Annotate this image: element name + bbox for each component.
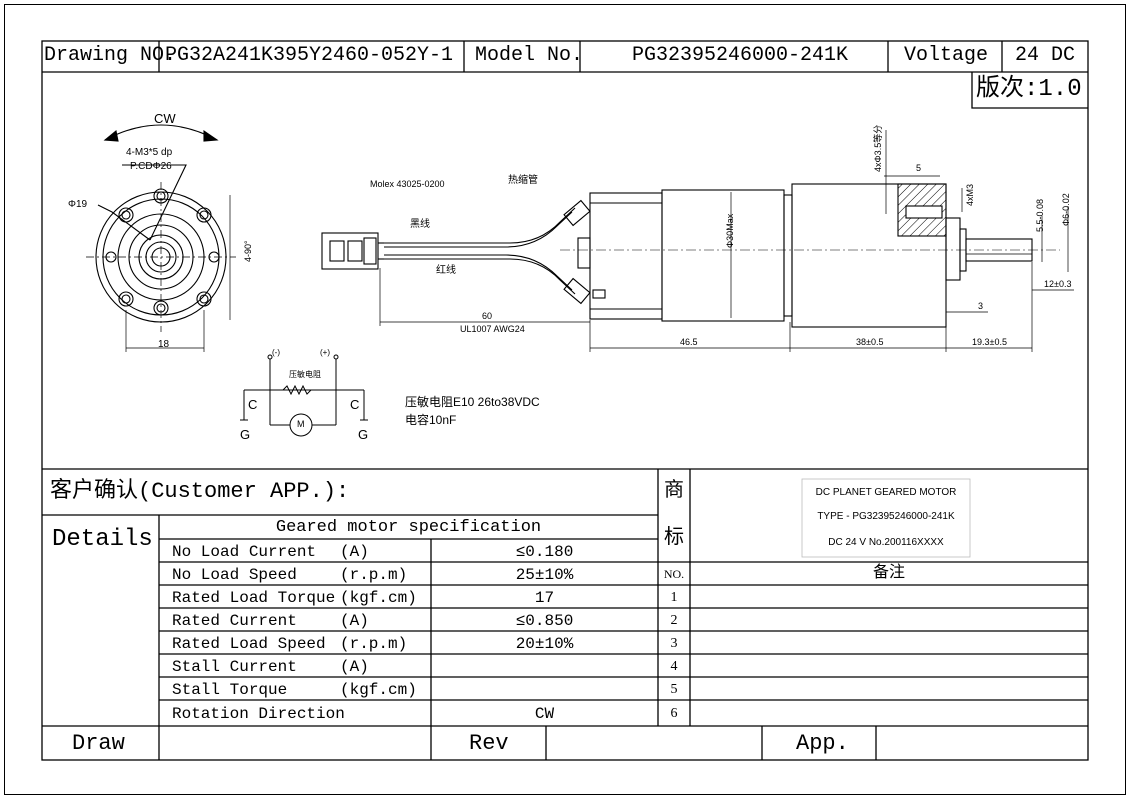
voltage-label: Voltage: [904, 44, 989, 67]
row-value: CW: [534, 705, 555, 723]
row-name: Rotation Direction: [172, 705, 345, 723]
drawing-no-label: Drawing NO.: [44, 44, 177, 67]
motor-m: M: [297, 419, 305, 429]
black-wire-label: 黑线: [410, 219, 430, 230]
voltage-value: 24 DC: [1015, 44, 1076, 67]
dim5-label: 5: [916, 163, 922, 173]
dim12-label: 12±0.3: [1044, 279, 1072, 289]
row-unit: (kgf.cm): [340, 681, 417, 699]
dim38-label: 38±0.5: [856, 337, 884, 347]
cap-c-left: C: [248, 397, 258, 412]
row-name: No Load Current: [172, 543, 317, 561]
note-varistor: 压敏电阻E10 26to38VDC: [405, 395, 540, 409]
remark-no: 3: [670, 636, 678, 651]
note-capacitor: 电容10nF: [405, 413, 457, 427]
row-name: Stall Torque: [172, 681, 288, 699]
customer-approval-title: 客户确认(Customer APP.):: [50, 479, 350, 504]
row-unit: (kgf.cm): [340, 589, 417, 607]
holes-side-label: 4xΦ3.5等分: [873, 124, 883, 172]
spec-heading: Geared motor specification: [275, 518, 542, 537]
row-value: ≤0.850: [515, 612, 574, 630]
ground-g-left: G: [240, 427, 251, 442]
nameplate-line3: DC 24 V No.200116XXXX: [828, 537, 944, 548]
ground-g-right: G: [358, 427, 369, 442]
nameplate-line1: DC PLANET GEARED MOTOR: [815, 487, 957, 498]
trademark-biao: 标: [664, 527, 684, 550]
dim60-label: 60: [482, 311, 493, 321]
row-value: 25±10%: [515, 566, 574, 584]
row-unit: (r.p.m): [340, 635, 408, 653]
dia30-label: Φ30Max: [725, 213, 735, 248]
remark-no: 1: [670, 590, 678, 605]
details-label: Details: [52, 526, 153, 553]
version: 版次:1.0: [976, 76, 1082, 103]
remark-no: 2: [670, 613, 678, 628]
model-no-label: Model No.: [475, 44, 584, 67]
remark-no: 6: [670, 706, 678, 721]
trademark-shang: 商: [664, 480, 684, 503]
varistor-label: 压敏电阻: [289, 370, 321, 379]
wire-spec-label: UL1007 AWG24: [460, 324, 525, 334]
m3-label: 4xM3: [965, 183, 975, 206]
heatshrink-label: 热缩管: [508, 175, 538, 186]
pcd-label: P.CDΦ26: [130, 161, 172, 172]
nameplate-line2: TYPE - PG32395246000-241K: [817, 511, 955, 522]
circuit-pos: (+): [320, 348, 330, 357]
cap-c-right: C: [350, 397, 360, 412]
molex-label: Molex 43025-0200: [370, 179, 445, 189]
draw-label: Draw: [72, 731, 125, 756]
app-label: App.: [796, 731, 849, 756]
row-value: 17: [534, 589, 555, 607]
row-value: 20±10%: [515, 635, 574, 653]
dim6-label: Φ6-0.02: [1061, 193, 1071, 226]
rev-label: Rev: [469, 731, 509, 756]
remarks-header: 备注: [872, 564, 905, 582]
row-unit: (A): [340, 612, 369, 630]
outer-border: [4, 4, 1126, 795]
dia19-label: Φ19: [68, 199, 88, 210]
row-name: Rated Current: [172, 612, 297, 630]
row-value: ≤0.180: [515, 543, 574, 561]
drawing-no-value: PG32A241K395Y2460-052Y-1: [165, 44, 454, 67]
dim193-label: 19.3±0.5: [972, 337, 1007, 347]
row-unit: (A): [340, 543, 369, 561]
circuit-neg: (-): [272, 348, 280, 357]
row-name: No Load Speed: [172, 566, 297, 584]
dim55-label: 5.5-0.08: [1035, 198, 1045, 232]
angle-label: 4-90°: [243, 240, 253, 262]
dim465-label: 46.5: [680, 337, 698, 347]
remark-no: 4: [670, 659, 678, 674]
row-name: Stall Current: [172, 658, 297, 676]
red-wire-label: 红线: [436, 265, 456, 276]
model-no-value: PG32395246000-241K: [632, 44, 849, 67]
row-name: Rated Load Torque: [172, 589, 336, 607]
cw-label: CW: [154, 111, 176, 126]
dim18-label: 18: [158, 339, 170, 350]
remark-no: 5: [670, 682, 678, 697]
row-unit: (A): [340, 658, 369, 676]
dim3-label: 3: [978, 301, 984, 311]
row-name: Rated Load Speed: [172, 635, 326, 653]
no-header: NO.: [663, 567, 685, 581]
row-unit: (r.p.m): [340, 566, 408, 584]
holes-label: 4-M3*5 dp: [126, 147, 173, 158]
